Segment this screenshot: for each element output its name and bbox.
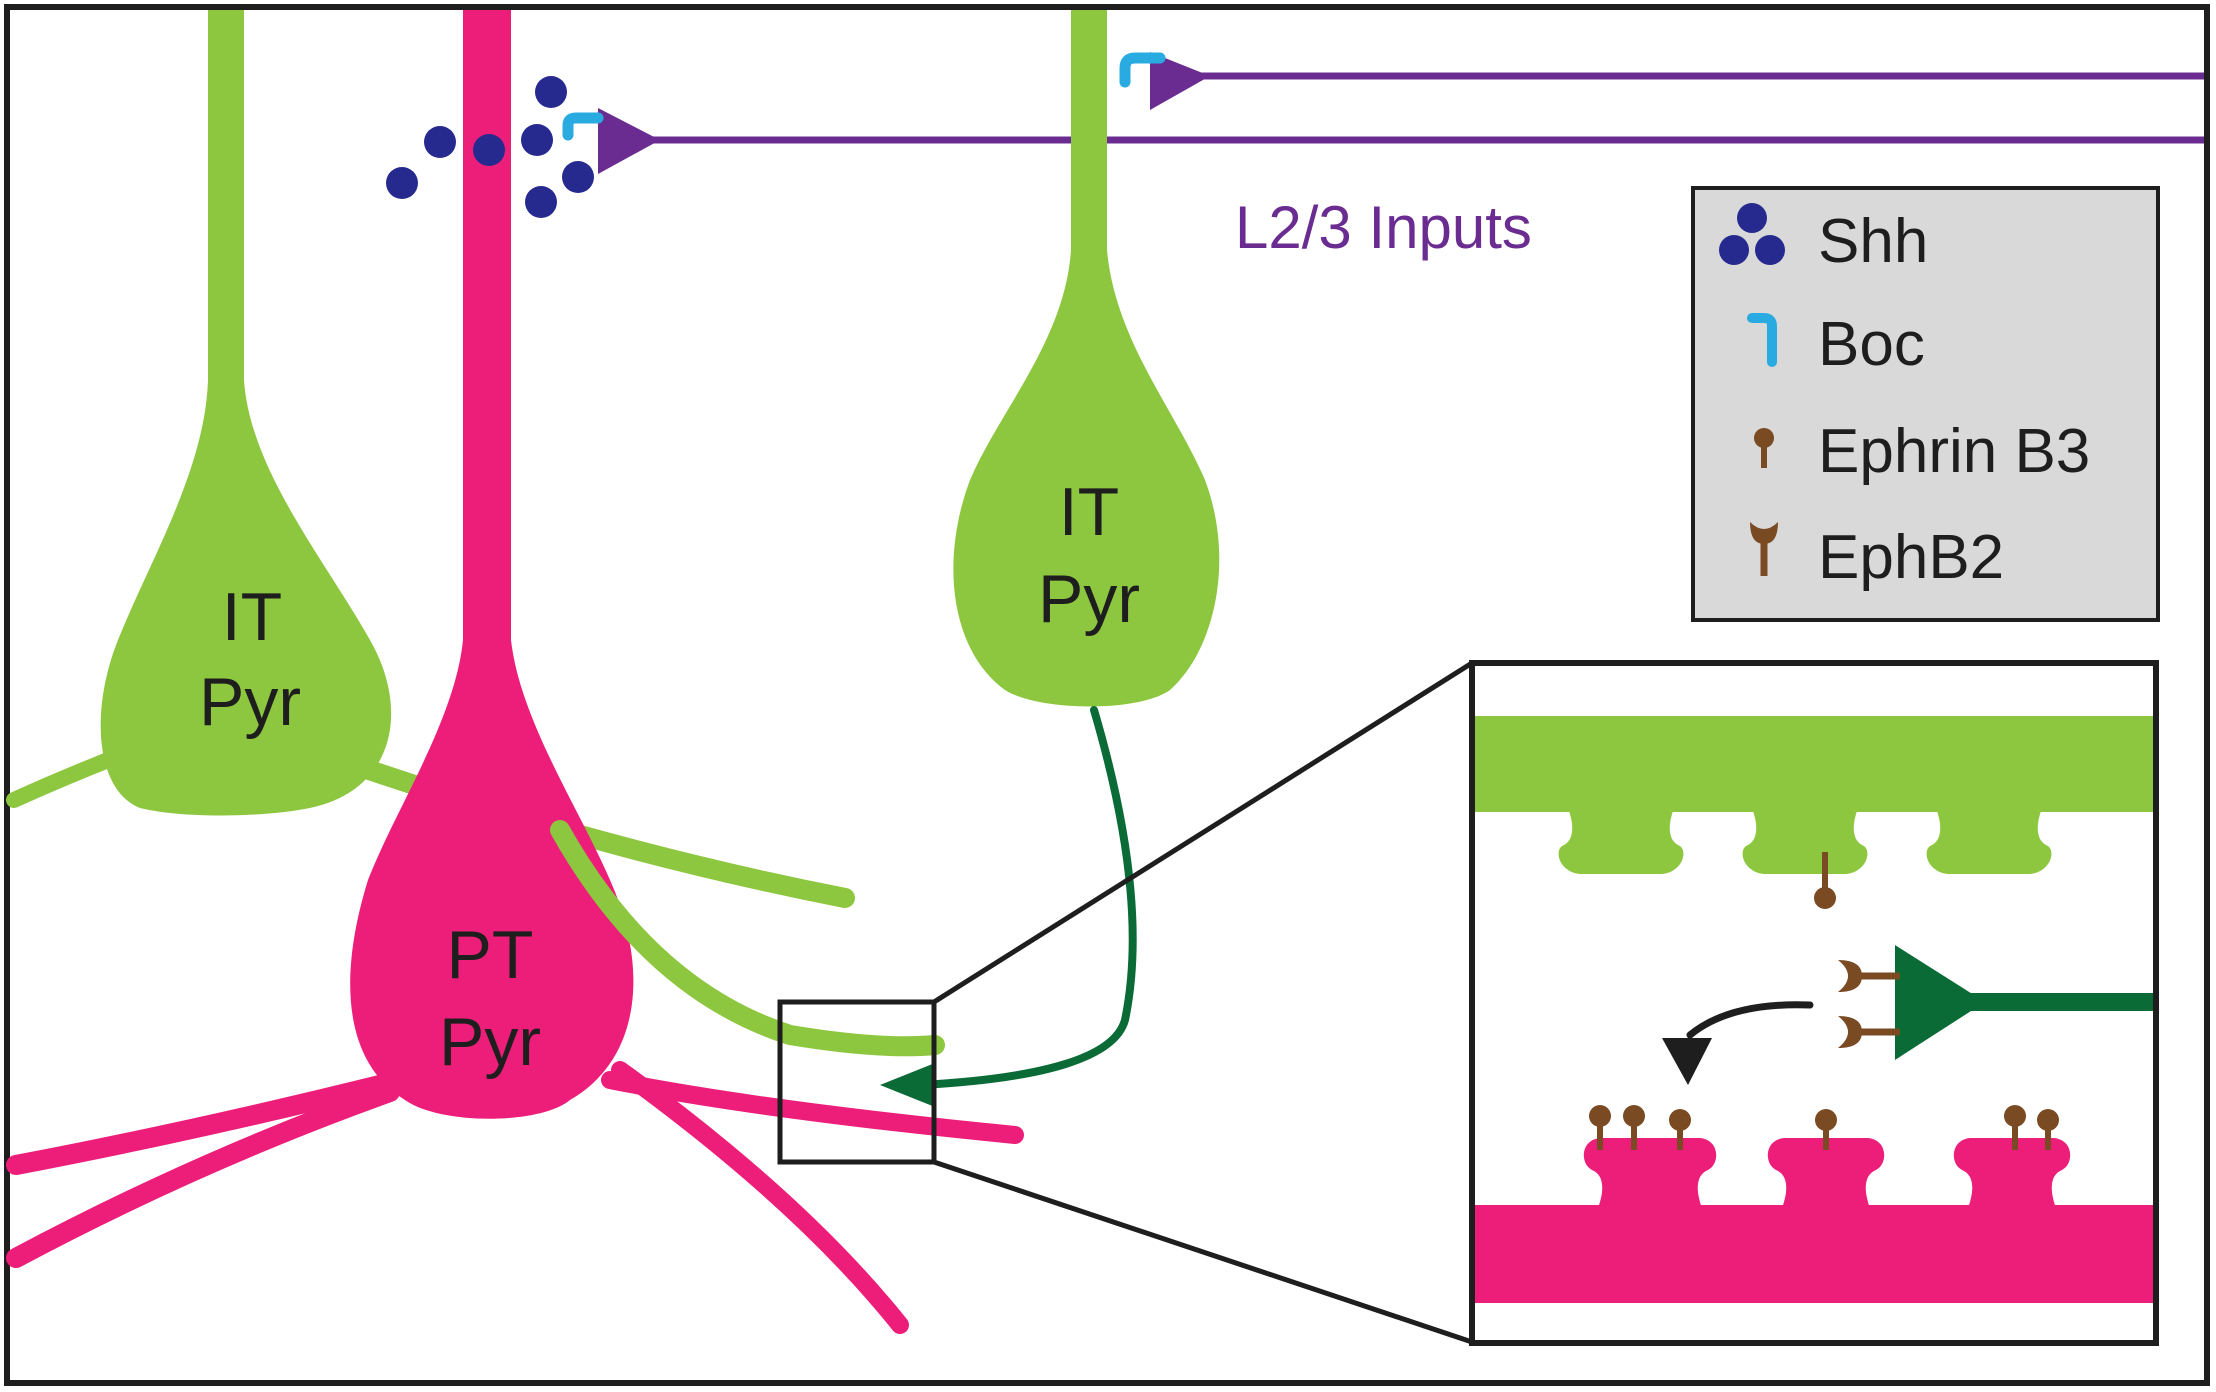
it-left-label-line1: IT: [222, 579, 282, 655]
it-left-label-line2: Pyr: [199, 664, 301, 740]
legend-label-boc: Boc: [1818, 310, 1925, 379]
inset-green-dendrite: [1475, 716, 2153, 812]
it-right-label-line1: IT: [1059, 474, 1119, 550]
ephrin-head: [1623, 1105, 1645, 1127]
shh-dot: [535, 76, 567, 108]
green-spine: [1742, 808, 1868, 874]
shh-dot: [386, 167, 418, 199]
zoom-connector-top: [932, 660, 1474, 1005]
ephb2-cup: [1838, 1016, 1862, 1048]
ephrin-b3-icon: [1754, 428, 1774, 468]
ephrin-head: [2004, 1105, 2026, 1127]
shh-dot: [521, 124, 553, 156]
synapse-inset: [1469, 660, 2159, 1346]
ephb2-cup: [1838, 960, 1862, 992]
it-right-label-line2: Pyr: [1038, 561, 1140, 637]
l23-input-axons: [598, 52, 2204, 174]
boc-receptor-on-pt: [562, 112, 604, 141]
pt-label-line1: PT: [447, 917, 534, 993]
it-right-soma: [953, 10, 1220, 707]
shh-cluster-icon: [1719, 203, 1785, 265]
ephb2-receptors: [1838, 960, 1900, 1048]
magenta-ephrin-b3-group: [1589, 1105, 2059, 1150]
inset-curved-arrow: [1686, 1001, 1814, 1039]
it-left-dendrite-overlap: [550, 820, 945, 1057]
inset-arrowhead: [1662, 1038, 1712, 1085]
input-axon-terminal-upper: [1150, 52, 1210, 110]
it-neuron-right: [880, 10, 1220, 1107]
shh-icon-dot: [1719, 235, 1749, 265]
boc-receptor-on-it-right: [1119, 52, 1166, 88]
boc-receptor-icon: [1747, 313, 1777, 367]
legend-label-ephrin-b3: Ephrin B3: [1818, 417, 2090, 486]
legend: Shh Boc Ephrin B3 EphB2: [1691, 186, 2160, 622]
shh-molecules: [386, 76, 594, 218]
green-spine: [1926, 808, 2052, 874]
shh-dot: [473, 134, 505, 166]
it-right-axon-terminal: [880, 1063, 935, 1107]
it-left-soma: [100, 10, 392, 816]
magenta-spine: [1583, 1138, 1717, 1208]
pt-basal-dendrite-4: [611, 1061, 909, 1334]
it-left-basal-dendrite-right: [330, 750, 855, 908]
zoom-connector-bottom: [933, 1159, 1473, 1345]
magenta-spine: [1953, 1138, 2071, 1208]
magenta-spine: [1767, 1138, 1885, 1208]
l23-inputs-label: L2/3 Inputs: [1235, 194, 1532, 261]
ephrin-icon-head: [1754, 428, 1774, 448]
input-axon-terminal-lower: [598, 108, 660, 174]
inset-magenta-spines: [1583, 1138, 2071, 1208]
inset-axon-terminal: [1895, 945, 1985, 1060]
zoom-source-box: [777, 999, 937, 1165]
legend-label-shh: Shh: [1818, 207, 1928, 276]
ephrin-b3-head: [1814, 887, 1836, 909]
ephrin-head: [1815, 1109, 1837, 1131]
it-right-axon: [916, 706, 1137, 1089]
shh-icon-dot: [1737, 203, 1767, 233]
ephrin-head: [1669, 1109, 1691, 1131]
pt-basal-dendrite-2: [6, 1082, 400, 1268]
shh-dot: [424, 126, 456, 158]
ephrin-head: [1589, 1105, 1611, 1127]
green-spine: [1558, 808, 1684, 874]
pt-label-line2: Pyr: [439, 1004, 541, 1080]
shh-dot: [525, 186, 557, 218]
ephb2-icon-cup: [1750, 522, 1778, 544]
legend-label-ephb2: EphB2: [1818, 523, 2004, 592]
it-neuron-left: [6, 10, 855, 908]
shh-dot: [562, 161, 594, 193]
ephrin-head: [2037, 1109, 2059, 1131]
inset-green-spines: [1558, 808, 2052, 874]
inset-magenta-dendrite: [1475, 1205, 2153, 1303]
shh-icon-dot: [1755, 235, 1785, 265]
pt-basal-dendrite-1: [6, 1070, 410, 1175]
ephb2-receptor-icon: [1750, 522, 1778, 576]
